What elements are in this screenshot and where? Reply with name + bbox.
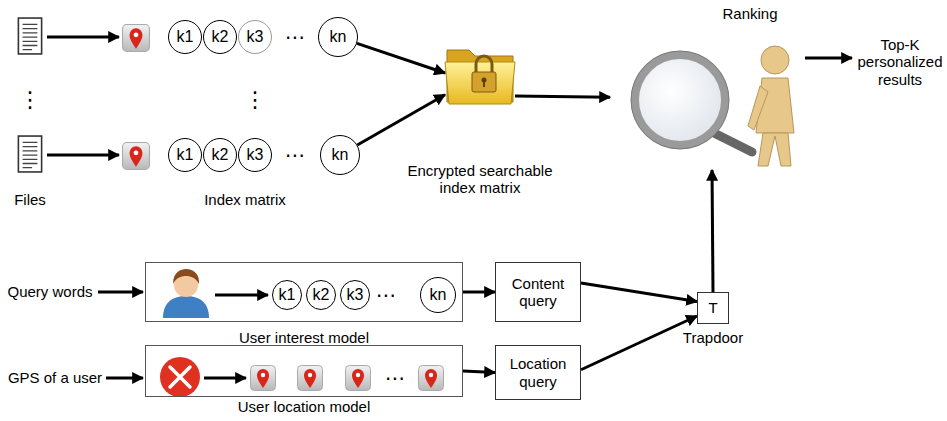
keyword-circle: kn xyxy=(420,277,456,313)
trapdoor-box: TTrapdoor xyxy=(697,292,729,324)
flow-arrows xyxy=(47,37,852,378)
node-label: k3 xyxy=(347,286,364,304)
keyword-circle: kn xyxy=(320,135,360,175)
text-label: ⋯ xyxy=(385,367,405,390)
text-label: Files xyxy=(14,191,46,208)
text-label: ⋯ xyxy=(285,26,305,49)
node-label: kn xyxy=(330,28,347,46)
flow-arrow xyxy=(711,170,715,292)
keyword-circle: k2 xyxy=(203,20,237,54)
folder-lock-icon xyxy=(445,50,515,104)
process-box: Content query xyxy=(495,262,581,322)
location-pin xyxy=(123,143,150,170)
file-icon xyxy=(18,18,41,54)
keyword-circle: k3 xyxy=(238,138,272,172)
flow-arrow xyxy=(463,371,495,373)
node-label: k1 xyxy=(279,286,296,304)
text-label: ⋮ xyxy=(19,87,41,112)
flow-arrow xyxy=(357,95,445,145)
flow-arrow xyxy=(581,283,697,302)
keyword-circle: k3 xyxy=(238,20,272,54)
node-label: k2 xyxy=(212,146,229,164)
node-label: k3 xyxy=(247,28,264,46)
node-label: k2 xyxy=(212,28,229,46)
location-pin xyxy=(123,25,150,52)
keyword-circle: k1 xyxy=(168,138,202,172)
model-box: User location model xyxy=(145,345,463,397)
keyword-circle: k1 xyxy=(168,20,202,54)
node-caption: Trapdoor xyxy=(663,329,763,346)
text-label: ⋯ xyxy=(285,144,305,167)
flow-arrow xyxy=(515,96,610,97)
encrypted-index: Encrypted searchable index matrix xyxy=(445,42,515,104)
flow-arrow xyxy=(581,316,697,370)
text-label: Query words xyxy=(7,283,92,300)
keyword-circle: kn xyxy=(318,17,358,57)
location-pin xyxy=(419,366,444,391)
text-label: Top-K personalized results xyxy=(856,36,944,88)
location-pin xyxy=(346,366,371,391)
magnifier-figure xyxy=(631,46,794,166)
text-label: ⋮ xyxy=(244,87,266,112)
node-label: Location query xyxy=(496,355,580,390)
keyword-circle: k2 xyxy=(306,280,336,310)
user-icon xyxy=(163,269,209,318)
node-label: k1 xyxy=(177,28,194,46)
node-label: k1 xyxy=(177,146,194,164)
ranking: Ranking xyxy=(610,30,800,170)
flow-arrow xyxy=(463,291,495,294)
location-pin xyxy=(251,366,276,391)
file-icon xyxy=(18,136,41,172)
node-label: kn xyxy=(332,146,349,164)
node-caption: Encrypted searchable index matrix xyxy=(405,162,555,197)
model-box: User interest modelk1k2k3kn xyxy=(145,262,463,322)
node-caption: User interest model xyxy=(204,329,404,346)
node-label: k3 xyxy=(247,146,264,164)
node-label: Content query xyxy=(496,275,580,310)
node-label: k2 xyxy=(313,286,330,304)
flow-arrow xyxy=(357,43,445,73)
text-label: ⋯ xyxy=(376,284,396,307)
node-caption: Ranking xyxy=(705,5,795,22)
node-label: T xyxy=(708,299,717,316)
location-pin xyxy=(298,366,323,391)
restaurant-icon xyxy=(160,357,200,397)
text-label: GPS of a user xyxy=(8,369,102,386)
keyword-circle: k3 xyxy=(340,280,370,310)
process-box: Location query xyxy=(495,345,581,400)
keyword-circle: k2 xyxy=(203,138,237,172)
keyword-circle: k1 xyxy=(272,280,302,310)
text-label: Index matrix xyxy=(204,191,286,208)
node-caption: User location model xyxy=(204,398,404,415)
node-label: kn xyxy=(430,286,447,304)
